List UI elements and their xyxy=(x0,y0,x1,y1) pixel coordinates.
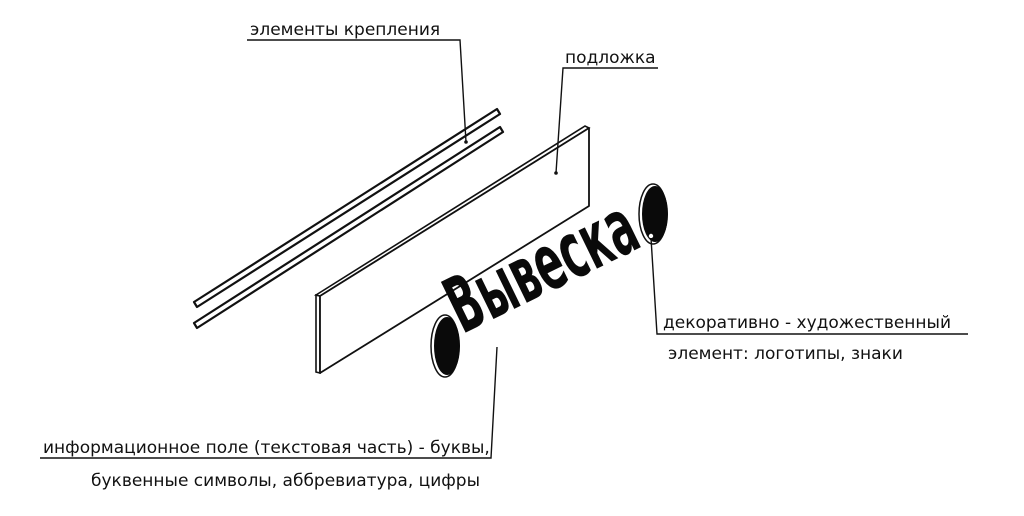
backing-panel xyxy=(313,125,591,375)
leader-info-field xyxy=(40,346,498,459)
decorative-ellipse-left xyxy=(430,314,460,378)
mounting-rails xyxy=(192,107,505,330)
label-backing: подложка xyxy=(565,48,656,68)
label-decorative-line1: декоративно - художественный xyxy=(663,313,951,333)
leader-dot-fasteners xyxy=(464,140,468,144)
decorative-elements xyxy=(430,183,668,378)
leader-decorative xyxy=(650,237,968,335)
mounting-rail-lower xyxy=(192,125,505,330)
leader-dot-decorative xyxy=(648,233,654,239)
label-info-line2: буквенные символы, аббревиатура, цифры xyxy=(91,471,480,491)
leader-dot-backing xyxy=(554,171,558,175)
backing-panel-face xyxy=(319,127,590,374)
label-info-line1: информационное поле (текстовая часть) - … xyxy=(43,438,490,458)
label-decorative-line2: элемент: логотипы, знаки xyxy=(668,344,903,364)
leader-backing xyxy=(555,67,658,174)
leader-fasteners xyxy=(247,39,467,143)
label-fasteners: элементы крепления xyxy=(250,20,440,40)
decorative-ellipse-right xyxy=(638,183,668,245)
mounting-rail-upper xyxy=(192,107,502,309)
leader-lines xyxy=(40,39,968,459)
